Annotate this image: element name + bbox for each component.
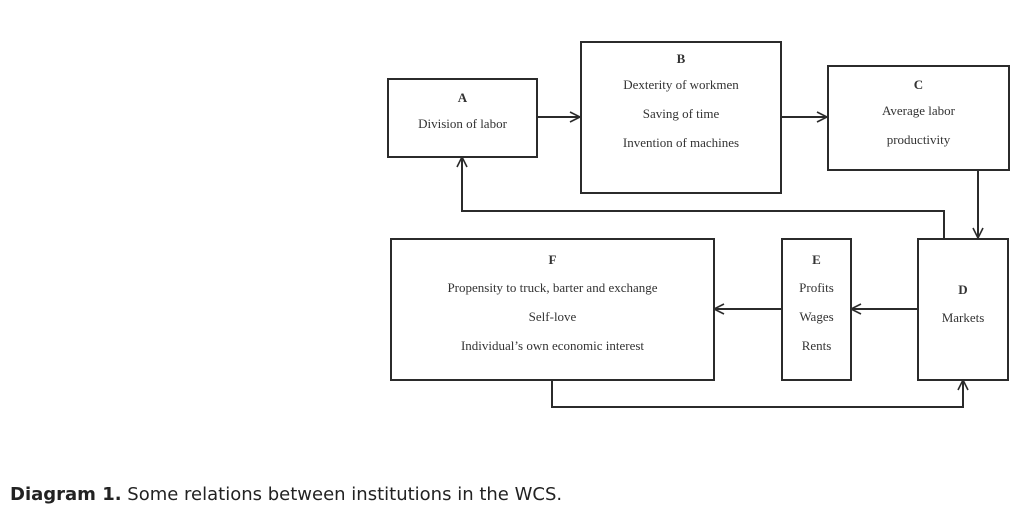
edge-f-to-d [551,380,963,408]
node-d-line: Markets [941,310,985,325]
node-b-line: Dexterity of workmen [623,77,739,92]
node-b: B Dexterity of workmen Saving of time In… [580,41,782,194]
node-f-line: Propensity to truck, barter and exchange [447,280,658,295]
node-e-line: Rents [801,338,832,353]
node-e: E Profits Wages Rents [781,238,852,381]
node-a-id: A [457,90,468,105]
node-b-id: B [676,51,686,66]
node-c: C Average labor productivity [827,65,1010,171]
node-a-line: Division of labor [418,116,507,131]
node-b-line: Saving of time [642,106,720,121]
node-b-line: Invention of machines [622,135,740,150]
node-c-line: productivity [886,132,951,147]
caption-label: Diagram 1. [10,484,122,505]
institutions-diagram: A Division of labor B Dexterity of workm… [0,0,1022,408]
connectors [0,0,1022,408]
node-f-id: F [548,252,557,267]
node-d: D Markets [917,238,1009,381]
node-f: F Propensity to truck, barter and exchan… [390,238,715,381]
node-f-line: Individual’s own economic interest [460,338,645,353]
node-f-line: Self-love [528,309,577,324]
caption-text: Some relations between institutions in t… [121,484,563,505]
node-a: A Division of labor [387,78,538,158]
node-c-line: Average labor [881,103,956,118]
node-e-line: Profits [799,280,834,295]
node-e-id: E [812,252,821,267]
figure-caption: Diagram 1. Some relations between instit… [10,484,562,505]
node-e-line: Wages [799,309,834,324]
node-d-id: D [958,282,968,297]
edge-d-to-a [462,157,945,238]
node-c-id: C [913,77,924,92]
